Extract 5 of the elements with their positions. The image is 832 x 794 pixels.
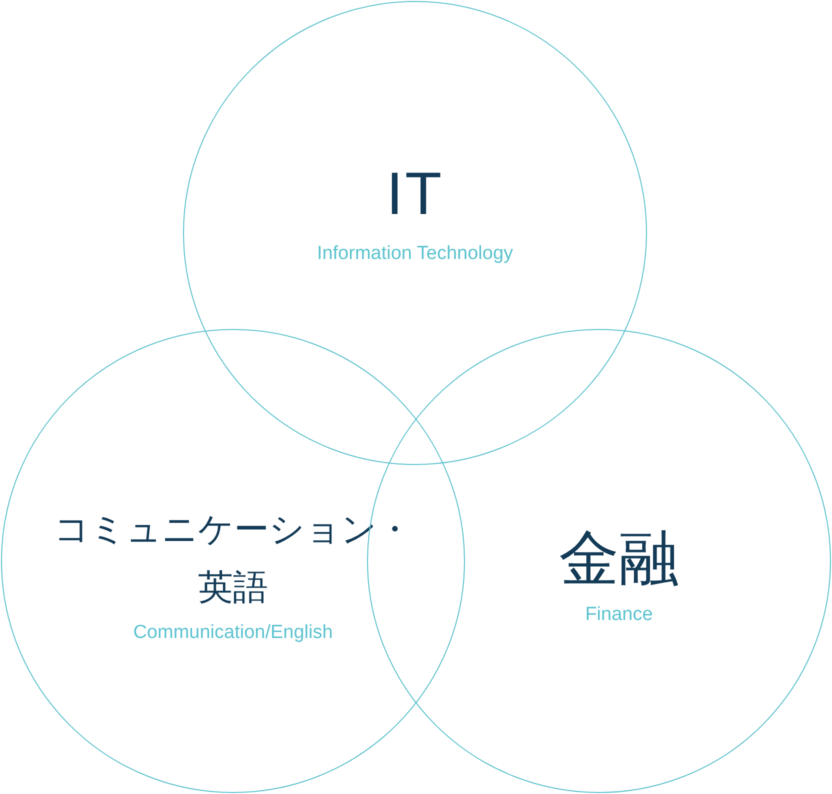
circle-subtitle: Communication/English xyxy=(133,621,333,644)
circle-title: 金融 xyxy=(559,529,679,589)
circle-subtitle: Finance xyxy=(585,603,653,626)
circle-subtitle: Information Technology xyxy=(316,242,514,265)
circle-title: IT xyxy=(386,164,444,224)
